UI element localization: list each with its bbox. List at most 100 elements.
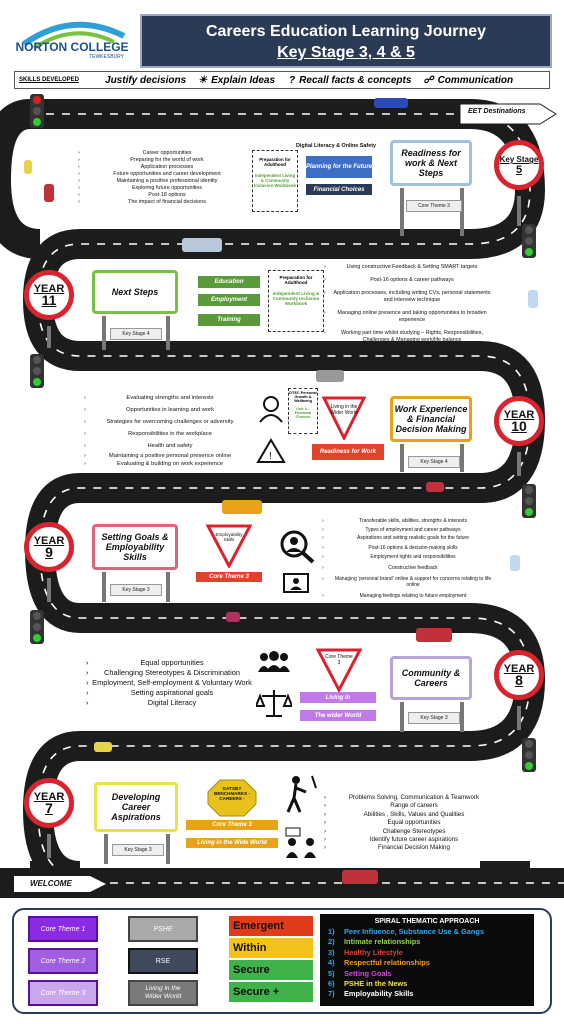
bullet-arrow-icon: ›: [78, 199, 80, 205]
tag-planning-future: Planning for the Future: [306, 156, 372, 178]
tag-readiness-work: Readiness for Work: [312, 444, 384, 460]
bullet-arrow-icon: ›: [324, 290, 326, 296]
year-sign-8: YEAR 8: [494, 650, 544, 700]
skill-explain: Explain Ideas: [211, 74, 276, 86]
list-item: ›Health and safety: [84, 440, 250, 452]
list-item: ›Working part time whilst studying – Rig…: [324, 330, 483, 343]
skill-communication: Communication: [437, 74, 514, 86]
bullet-arrow-icon: ›: [78, 150, 80, 156]
bullet-arrow-icon: ›: [324, 810, 327, 818]
traffic-light-icon: [522, 224, 536, 258]
spiral-item: 3)Healthy Lifestyle: [328, 948, 526, 958]
bullet-arrow-icon: ›: [322, 518, 324, 524]
spiral-item-text: Healthy Lifestyle: [344, 947, 403, 957]
bullet-arrow-icon: ›: [86, 668, 89, 677]
year-sign-11: YEAR 11: [24, 270, 74, 320]
spiral-item: 4)Respectful relationships: [328, 958, 526, 968]
bullet-arrow-icon: ›: [84, 461, 86, 467]
logo-name: NORTON COLLEGE: [15, 40, 129, 54]
bullet-arrow-icon: ›: [324, 827, 327, 835]
hazard-icon: !: [256, 438, 286, 463]
scales-icon: [256, 690, 292, 717]
lightbulb-icon: ☀: [198, 74, 208, 86]
year-number: 5: [515, 164, 523, 176]
sign-work-experience: Work Experience & Financial Decision Mak…: [390, 396, 472, 442]
year-label: YEAR: [503, 409, 535, 421]
legend-living-wider-world: Living in the Wider World: [128, 980, 198, 1006]
bullet-arrow-icon: ›: [78, 192, 80, 198]
list-item: ›Aspirations and setting realistic goals…: [322, 535, 469, 542]
prep-title: Preparation for Adulthood: [259, 157, 291, 167]
sign-readiness-work: Readiness for work & Next Steps: [390, 140, 472, 186]
spiral-item-number: 1): [328, 927, 335, 936]
sign-community-careers: Community & Careers: [390, 656, 472, 700]
prep-adulthood-box: Preparation for Adulthood Independent Li…: [252, 150, 298, 212]
question-icon: ?: [289, 74, 296, 86]
y8-bullets: ›Equal opportunities ›Challenging Stereo…: [86, 658, 252, 708]
bullet-arrow-icon: ›: [324, 310, 326, 316]
arrow-key-stage-4: Key Stage 4: [110, 328, 162, 340]
prep-sub: Independent Living & Community Inclusion…: [254, 173, 296, 188]
arrow-core-theme-3: Core Theme 3: [406, 200, 462, 212]
page-title: Careers Education Learning Journey: [205, 23, 487, 40]
list-item: ›Employment rights and responsibilities: [322, 554, 456, 561]
year-label: YEAR: [503, 663, 535, 675]
list-item: ›Post-16 options & career pathways: [324, 277, 454, 283]
bullet-arrow-icon: ›: [324, 844, 327, 852]
bullet-arrow-icon: ›: [86, 698, 89, 707]
bullet-arrow-icon: ›: [84, 395, 86, 401]
bullet-arrow-icon: ›: [78, 178, 80, 184]
svg-text:!: !: [269, 451, 272, 462]
level-emergent: Emergent: [229, 916, 313, 936]
bullet-arrow-icon: ›: [324, 277, 326, 283]
spiral-item: 1) Peer Influence, Substance Use & Gangs: [328, 927, 526, 937]
year-number: 10: [511, 418, 527, 434]
bullet-arrow-icon: ›: [322, 535, 324, 542]
skills-bar: SKILLS DEVELOPED Justify decisions ☀ Exp…: [14, 71, 550, 89]
spiral-item-number: 5): [328, 968, 335, 978]
level-secure-plus: Secure +: [229, 982, 313, 1002]
bullet-arrow-icon: ›: [84, 453, 86, 459]
list-item: ›Application processes, including writin…: [324, 290, 491, 303]
meeting-icon: [285, 827, 316, 858]
tag-education: Education: [198, 276, 260, 288]
video-call-icon: [283, 573, 309, 593]
spiral-item: 7)Employability Skills: [328, 989, 526, 999]
list-item: ›Abilities , Skills, Values and Qualitie…: [324, 810, 465, 818]
bullet-arrow-icon: ›: [324, 330, 326, 336]
list-item: ›Using constructive Feedback & Setting S…: [324, 264, 478, 270]
tag-core-theme-3: Core Theme 3: [186, 820, 278, 830]
spiral-item-text: Peer Influence, Substance Use & Gangs: [344, 927, 485, 936]
bullet-arrow-icon: ›: [322, 554, 324, 561]
legend-pshe: PSHE: [128, 916, 198, 942]
list-item: ›Responsibilities in the workplace: [84, 428, 250, 440]
yield-triangle-icon: [316, 648, 362, 692]
bullet-arrow-icon: ›: [324, 802, 327, 810]
traffic-light-icon: [30, 354, 44, 388]
skill-justify: Justify decisions: [105, 74, 187, 86]
bullet-arrow-icon: ›: [84, 407, 86, 413]
spiral-item: 5)Setting Goals: [328, 969, 526, 979]
tag-living-in: Living in: [300, 692, 376, 703]
year-number: 8: [515, 672, 523, 688]
arrow-key-stage-3: Key Stage 3: [408, 712, 460, 724]
gatsby-label: GATSBY BENCHMARKS - CAREERS -: [214, 786, 250, 801]
list-item: ›Evaluating strengths and interests: [84, 392, 250, 404]
college-logo: NORTON COLLEGE TEWKESBURY: [14, 14, 130, 64]
year-sign-ks5: Key Stage 5: [494, 140, 544, 190]
list-item: ›Range of careers: [324, 802, 438, 810]
digital-literacy-label: Digital Literacy & Online Safety: [296, 143, 376, 149]
bullet-arrow-icon: ›: [84, 431, 86, 437]
sign-career-aspirations: Developing Career Aspirations: [94, 782, 178, 832]
list-item: ›Post-18 options: [78, 192, 186, 198]
yield-triangle-icon: [206, 524, 252, 568]
person-looking-icon: [286, 775, 317, 813]
bullet-arrow-icon: ›: [86, 678, 89, 687]
level-within: Within: [229, 938, 313, 958]
bullet-arrow-icon: ›: [78, 157, 80, 163]
year-sign-7: YEAR 7: [24, 778, 74, 828]
year-sign-9: YEAR 9: [24, 522, 74, 572]
bullet-arrow-icon: ›: [84, 419, 86, 425]
search-people-icon: [280, 530, 315, 564]
